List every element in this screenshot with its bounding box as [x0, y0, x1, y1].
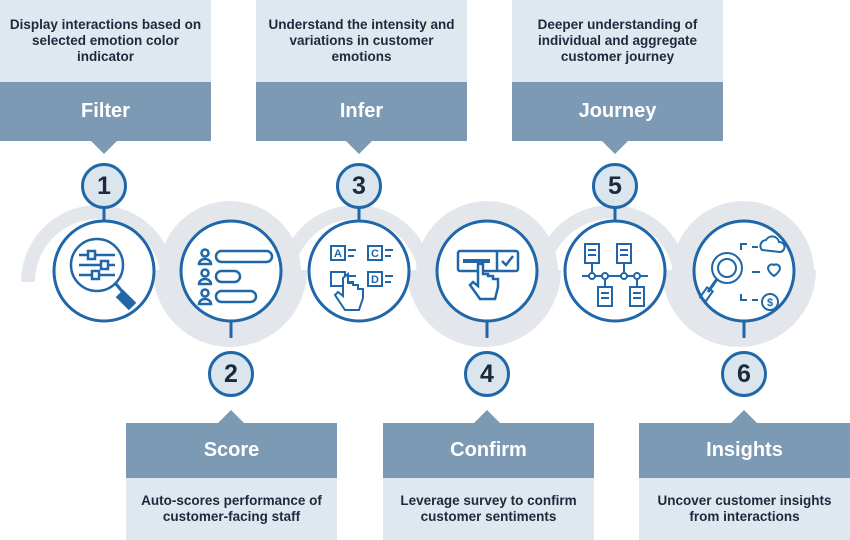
svg-text:$: $: [767, 297, 773, 309]
step-4-description: Leverage survey to confirm customer sent…: [383, 478, 594, 540]
svg-text:C: C: [371, 248, 379, 260]
step-1-description: Display interactions based on selected e…: [0, 0, 211, 82]
step-4-number: 4: [464, 351, 510, 397]
svg-text:D: D: [371, 274, 379, 286]
step-4-title: Confirm: [383, 423, 594, 478]
filter-magnifier-icon: [69, 237, 137, 311]
step-6-title: Insights: [639, 423, 850, 478]
choice-hand-icon: [330, 245, 393, 311]
journey-docs-icon: [582, 243, 648, 307]
insights-search-icon: [698, 235, 786, 311]
step-6-description: Uncover customer insights from interacti…: [639, 478, 850, 540]
step-1-number: 1: [81, 163, 127, 209]
step-3-number: 3: [336, 163, 382, 209]
svg-text:A: A: [334, 248, 342, 260]
step-5-title: Journey: [512, 82, 723, 141]
step-5-description: Deeper understanding of individual and a…: [512, 0, 723, 82]
step-3-title: Infer: [256, 82, 467, 141]
band-pointers: [91, 141, 757, 423]
step-2-title: Score: [126, 423, 337, 478]
score-bars-icon: [197, 248, 274, 306]
step-1-title: Filter: [0, 82, 211, 141]
step-5-number: 5: [592, 163, 638, 209]
step-3-description: Understand the intensity and variations …: [256, 0, 467, 82]
step-2-description: Auto-scores performance of customer-faci…: [126, 478, 337, 540]
step-2-number: 2: [208, 351, 254, 397]
survey-check-icon: [456, 249, 520, 301]
step-6-number: 6: [721, 351, 767, 397]
